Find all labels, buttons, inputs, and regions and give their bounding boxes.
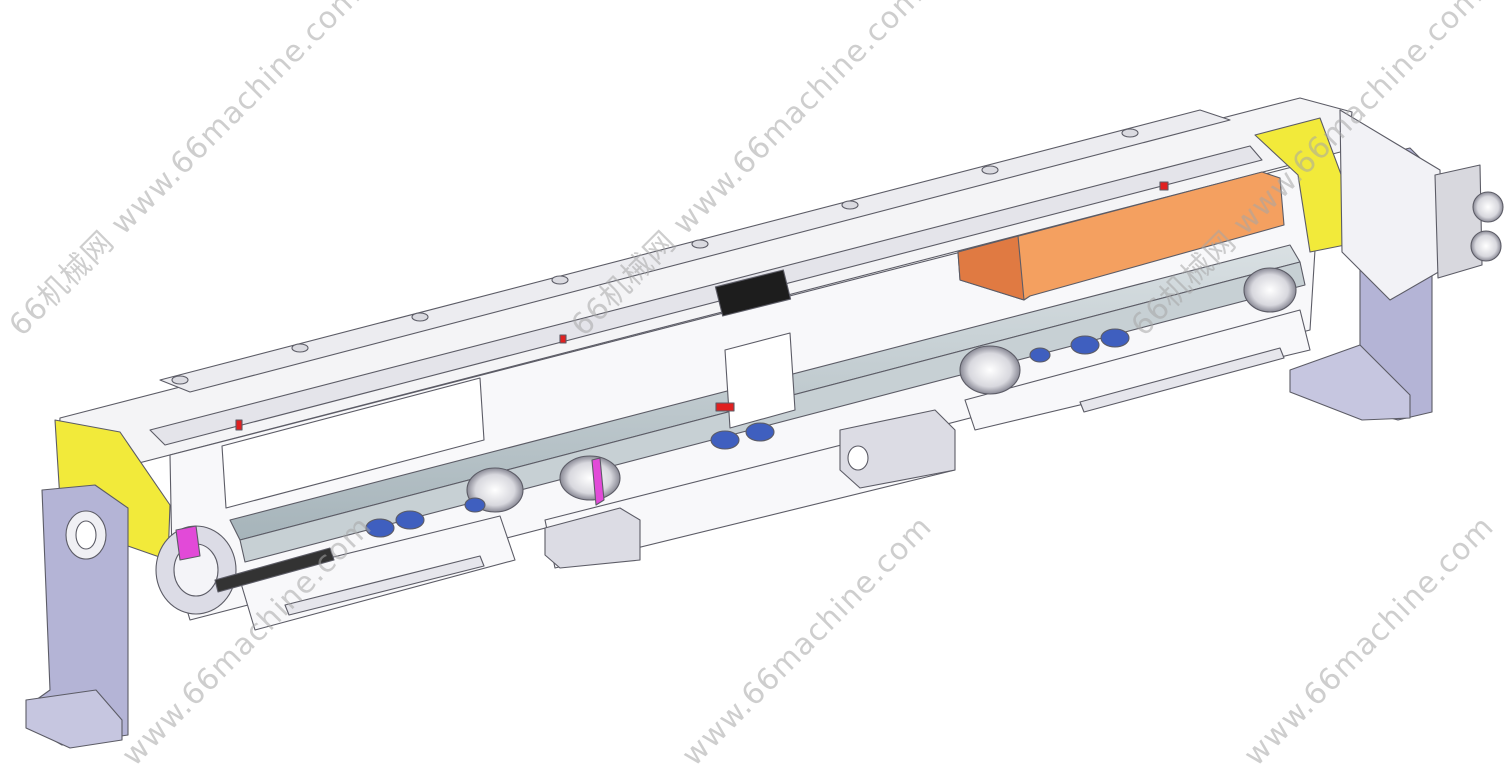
- top-frame-rear-bar: [159, 109, 1231, 393]
- motor-coupling: [365, 518, 395, 538]
- lower-guard-right: [964, 309, 1311, 431]
- red-indicator: [1159, 181, 1169, 191]
- motor-coupling: [395, 510, 425, 530]
- bolt-hole: [551, 275, 569, 285]
- white-cover-block: [221, 377, 485, 509]
- bolt-hole: [981, 165, 999, 175]
- center-foot-left: [544, 507, 641, 569]
- foot-bore: [847, 445, 869, 471]
- red-indicator: [559, 334, 567, 344]
- idler-wheel: [959, 345, 1021, 395]
- cylinder-port-lower: [1470, 230, 1502, 262]
- left-support-bracket: [35, 484, 129, 746]
- bolt-hole: [841, 200, 859, 210]
- right-cylinder-end: [1434, 164, 1483, 279]
- motor-coupling: [710, 430, 740, 450]
- motor-coupling: [464, 497, 486, 513]
- idler-wheel: [559, 455, 621, 501]
- magenta-seal-left: [175, 525, 201, 561]
- bolt-hole: [171, 375, 189, 385]
- idler-wheel: [1243, 267, 1297, 313]
- lower-rail-slot-right: [1079, 347, 1285, 413]
- white-center-block: [724, 332, 796, 429]
- motor-coupling: [1100, 328, 1130, 348]
- bolt-hole: [691, 239, 709, 249]
- lower-rail-slot-left: [284, 555, 485, 616]
- right-bracket-base: [1289, 344, 1411, 421]
- motor-coupling: [745, 422, 775, 442]
- bolt-hole: [411, 312, 429, 322]
- bolt-hole: [1121, 128, 1139, 138]
- center-foot-right: [839, 409, 956, 489]
- right-cylinder-body: [1339, 109, 1443, 301]
- drive-shaft: [214, 547, 335, 593]
- motor-coupling: [1070, 335, 1100, 355]
- sensor-block: [714, 269, 792, 317]
- left-bracket-bore-inner: [75, 520, 97, 550]
- left-bracket-base: [25, 689, 123, 749]
- motor-coupling: [1029, 347, 1051, 363]
- red-indicator: [715, 402, 735, 412]
- red-indicator: [235, 419, 243, 431]
- cylinder-port-upper: [1472, 191, 1504, 223]
- bolt-hole: [291, 343, 309, 353]
- orange-housing-front: [957, 235, 1025, 301]
- magenta-seal-center: [591, 457, 605, 506]
- top-frame-inner-lip: [149, 145, 1263, 446]
